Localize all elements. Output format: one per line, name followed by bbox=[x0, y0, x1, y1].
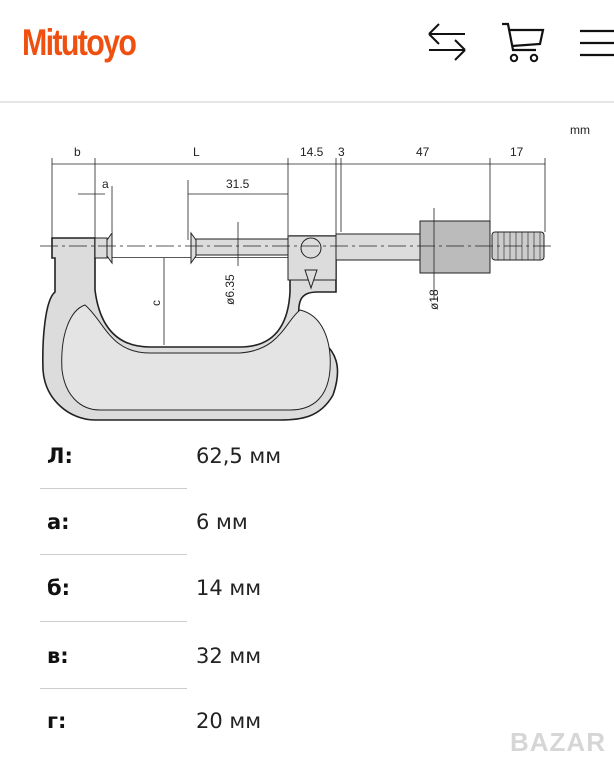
spec-label: б: bbox=[47, 576, 71, 600]
menu-icon[interactable] bbox=[578, 28, 614, 58]
spec-label: г: bbox=[47, 709, 67, 733]
dim-47: 47 bbox=[416, 145, 430, 159]
compare-arrows-icon[interactable] bbox=[425, 20, 469, 64]
dim-a: a bbox=[102, 177, 109, 191]
spec-label: а: bbox=[47, 510, 70, 534]
dim-dia-6-35: ø6.35 bbox=[223, 274, 237, 305]
dim-L: L bbox=[193, 145, 200, 159]
spec-label: в: bbox=[47, 644, 69, 668]
bazar-watermark: BAZAR bbox=[510, 727, 606, 757]
micrometer-diagram: mm b L 14.5 3 47 17 a 31.5 c ø6.35 ø18 bbox=[40, 123, 590, 421]
spec-value: 6 мм bbox=[196, 510, 248, 534]
divider bbox=[40, 554, 187, 555]
spec-value: 32 мм bbox=[196, 644, 262, 668]
dim-17: 17 bbox=[510, 145, 524, 159]
divider bbox=[40, 488, 187, 489]
spec-value: 14 мм bbox=[196, 576, 262, 600]
divider bbox=[40, 621, 187, 622]
dim-b: b bbox=[74, 145, 81, 159]
divider bbox=[40, 688, 187, 689]
mitutoyo-logo[interactable]: Mitutoyo bbox=[22, 22, 137, 63]
dim-c: c bbox=[149, 300, 163, 306]
dim-3: 3 bbox=[338, 145, 345, 159]
dim-14-5: 14.5 bbox=[300, 145, 324, 159]
spec-value: 20 мм bbox=[196, 709, 262, 733]
unit-label: mm bbox=[570, 123, 590, 137]
dim-31-5: 31.5 bbox=[226, 177, 250, 191]
cart-icon[interactable] bbox=[500, 20, 546, 66]
dim-dia-18: ø18 bbox=[427, 289, 441, 310]
header: Mitutoyo bbox=[0, 0, 614, 103]
spec-value: 62,5 мм bbox=[196, 444, 282, 468]
spec-label: Л: bbox=[47, 444, 73, 468]
